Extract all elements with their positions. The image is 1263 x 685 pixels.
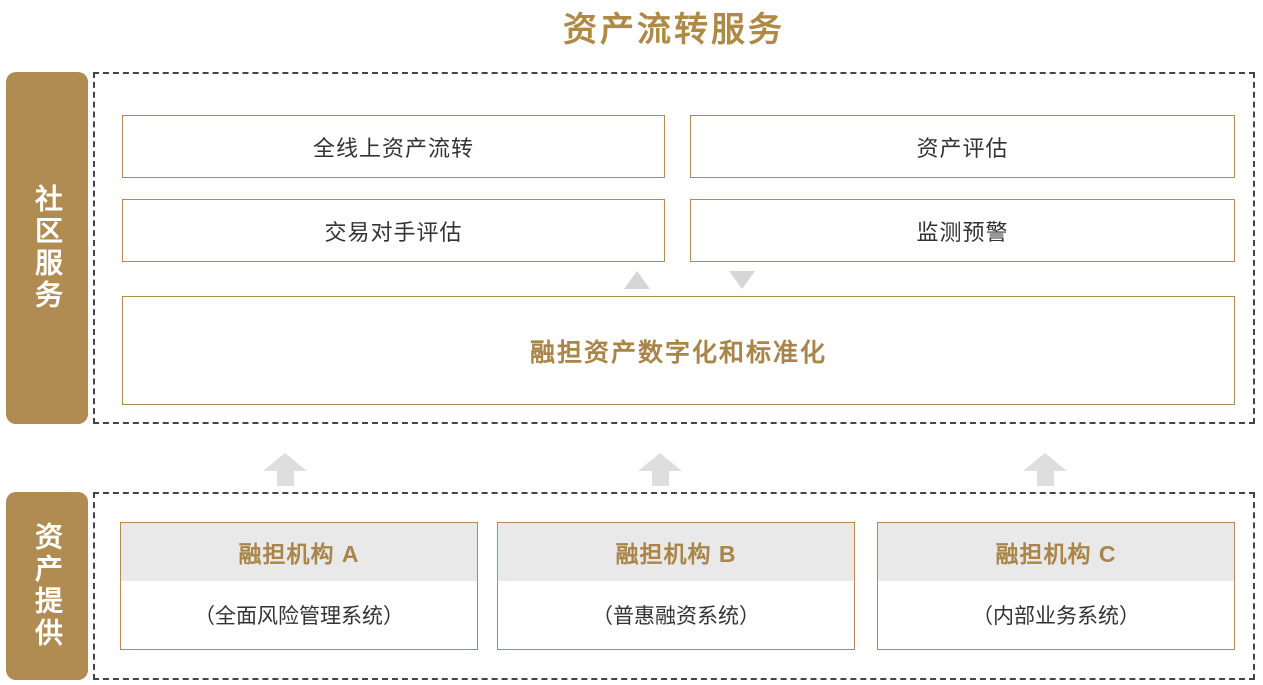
provider-section-label: 资产提供 xyxy=(6,492,88,680)
org-c-name: 融担机构 C xyxy=(878,523,1234,581)
org-a-name: 融担机构 A xyxy=(121,523,477,581)
service-box-counterparty-evaluation: 交易对手评估 xyxy=(122,199,665,262)
community-section-frame xyxy=(93,72,1255,424)
service-box-asset-evaluation: 资产评估 xyxy=(690,115,1235,178)
org-box-b: 融担机构 B （普惠融资系统） xyxy=(497,522,855,650)
org-box-c: 融担机构 C （内部业务系统） xyxy=(877,522,1235,650)
org-b-name: 融担机构 B xyxy=(498,523,854,581)
flow-up-arrow-icon xyxy=(638,453,682,486)
arrow-head xyxy=(1023,453,1067,471)
org-b-system: （普惠融资系统） xyxy=(592,605,760,628)
service-box-monitoring-warning: 监测预警 xyxy=(690,199,1235,262)
arrow-stem xyxy=(1036,471,1054,486)
diagram-title: 资产流转服务 xyxy=(563,11,785,49)
flow-up-arrow-icon xyxy=(263,453,307,486)
arrow-head xyxy=(263,453,307,471)
service-box-online-asset-circulation: 全线上资产流转 xyxy=(122,115,665,178)
arrow-stem xyxy=(276,471,294,486)
flow-up-arrow-icon xyxy=(1023,453,1067,486)
arrow-stem xyxy=(651,471,669,486)
down-arrow-icon xyxy=(729,271,755,289)
platform-box-digitization-standardization: 融担资产数字化和标准化 xyxy=(122,296,1235,405)
community-section-label: 社区服务 xyxy=(6,72,88,424)
org-box-a: 融担机构 A （全面风险管理系统） xyxy=(120,522,478,650)
org-c-system: （内部业务系统） xyxy=(972,605,1140,628)
arrow-head xyxy=(638,453,682,471)
provider-section-frame xyxy=(93,492,1255,680)
org-a-system: （全面风险管理系统） xyxy=(194,605,404,628)
up-arrow-icon xyxy=(624,271,650,289)
